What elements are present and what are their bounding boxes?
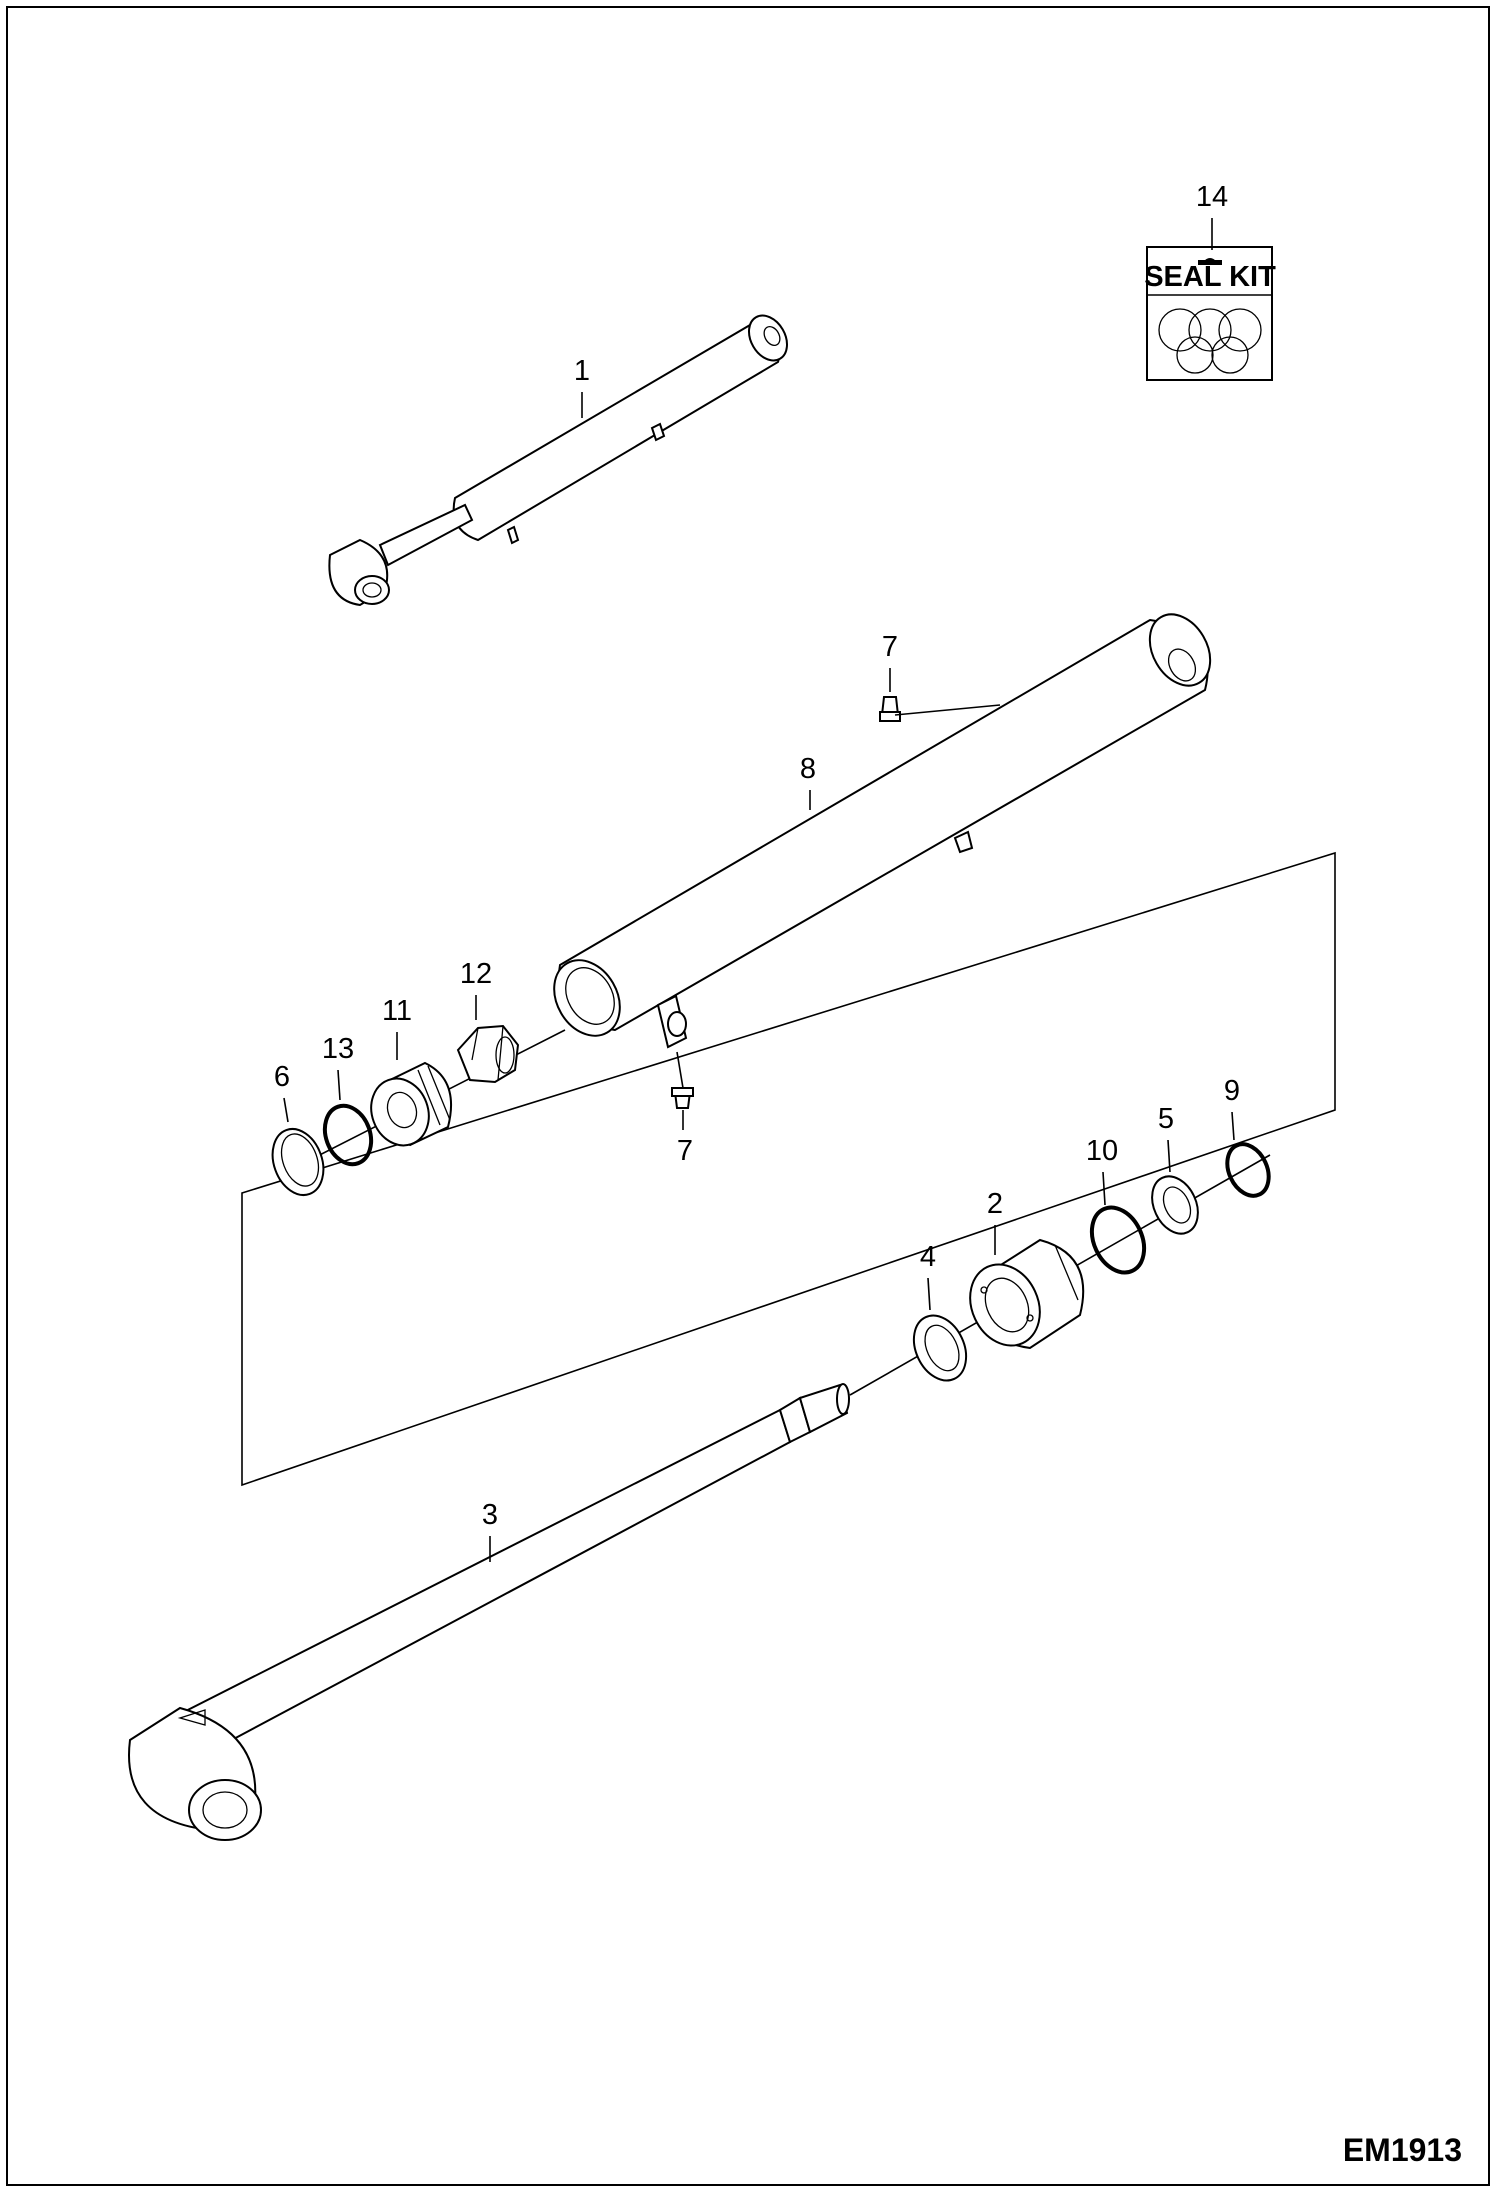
callout-14: 14: [1196, 181, 1228, 213]
nut-12-part: [456, 1024, 520, 1084]
o-ring-9-part: [1225, 1142, 1271, 1198]
leader-line-4: [927, 1277, 931, 1311]
callout-7-top: 7: [882, 631, 898, 663]
callout-5: 5: [1158, 1103, 1174, 1135]
callout-9: 9: [1224, 1075, 1240, 1107]
leader-line-9: [1231, 1111, 1235, 1141]
seal-4-part: [912, 1314, 968, 1382]
callout-8: 8: [800, 753, 816, 785]
o-ring-10-part: [1089, 1205, 1147, 1275]
piston-rod-part: [128, 1383, 850, 1841]
callout-1: 1: [574, 355, 590, 387]
piston-11-part: [370, 1061, 453, 1147]
callout-2: 2: [987, 1188, 1003, 1220]
cylinder-barrel-part: [553, 613, 1212, 1049]
leader-line-6: [283, 1097, 289, 1123]
seal-kit-part: SEAL KIT: [1144, 246, 1276, 381]
callout-11: 11: [382, 995, 412, 1027]
fitting-path-top: [894, 704, 1001, 716]
assembled-cylinder-part: [328, 314, 788, 607]
gland-2-part: [969, 1238, 1085, 1350]
grease-fitting-bottom-part: [671, 1087, 694, 1109]
leader-line-13: [337, 1069, 341, 1101]
figure-id: EM1913: [1342, 2132, 1462, 2168]
o-ring-13-part: [322, 1103, 374, 1167]
callout-3: 3: [482, 1499, 498, 1531]
callout-4: 4: [920, 1241, 936, 1273]
callout-6: 6: [274, 1061, 290, 1093]
explode-bracket: [241, 851, 1336, 1487]
leader-line-5: [1167, 1139, 1171, 1173]
callout-12: 12: [460, 958, 492, 990]
grease-fitting-top-part: [879, 696, 901, 722]
callout-13: 13: [322, 1033, 354, 1065]
wear-ring-6-part: [271, 1128, 325, 1196]
seal-kit-label: SEAL KIT: [1144, 261, 1276, 293]
leader-line-10: [1102, 1171, 1106, 1206]
callout-7-bottom: 7: [677, 1135, 693, 1167]
callout-10: 10: [1086, 1135, 1118, 1167]
wiper-5-part: [1151, 1175, 1199, 1235]
